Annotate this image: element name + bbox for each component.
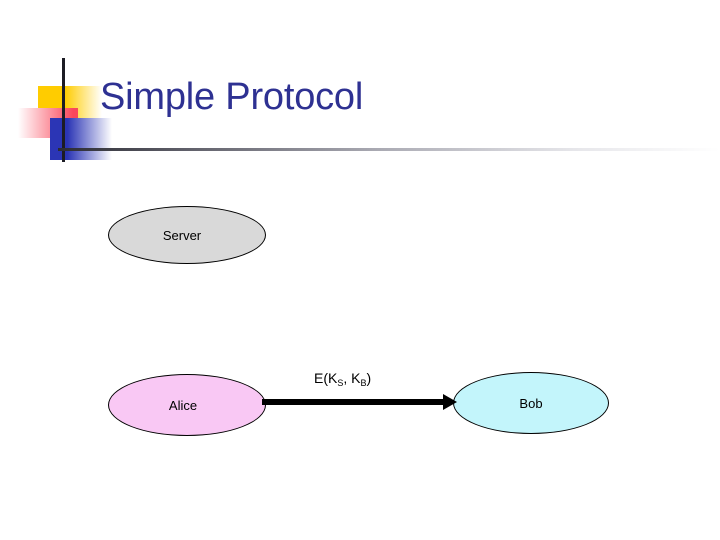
- diagram-node-server: Server: [108, 206, 266, 264]
- message-arrow-label: E(KS, KB): [314, 370, 372, 388]
- title-divider: [58, 148, 720, 151]
- message-label-prefix: E(K: [314, 370, 338, 386]
- slide-title: Simple Protocol: [100, 76, 364, 118]
- decorative-logo: [18, 58, 122, 162]
- message-arrow-line: [262, 399, 446, 405]
- node-label-alice: Alice: [168, 397, 198, 413]
- diagram-node-bob: Bob: [453, 372, 609, 434]
- message-label-sub-s: S: [337, 378, 344, 388]
- node-label-server: Server: [162, 227, 202, 243]
- message-label-mid: , K: [343, 370, 361, 386]
- logo-blue-square: [50, 118, 112, 160]
- node-label-bob: Bob: [519, 395, 543, 411]
- message-label-sub-b: B: [360, 378, 367, 388]
- diagram-node-alice: Alice: [108, 374, 266, 436]
- logo-vertical-line-icon: [62, 58, 65, 162]
- message-label-suffix: ): [366, 370, 372, 386]
- message-arrow-head-icon: [443, 394, 457, 410]
